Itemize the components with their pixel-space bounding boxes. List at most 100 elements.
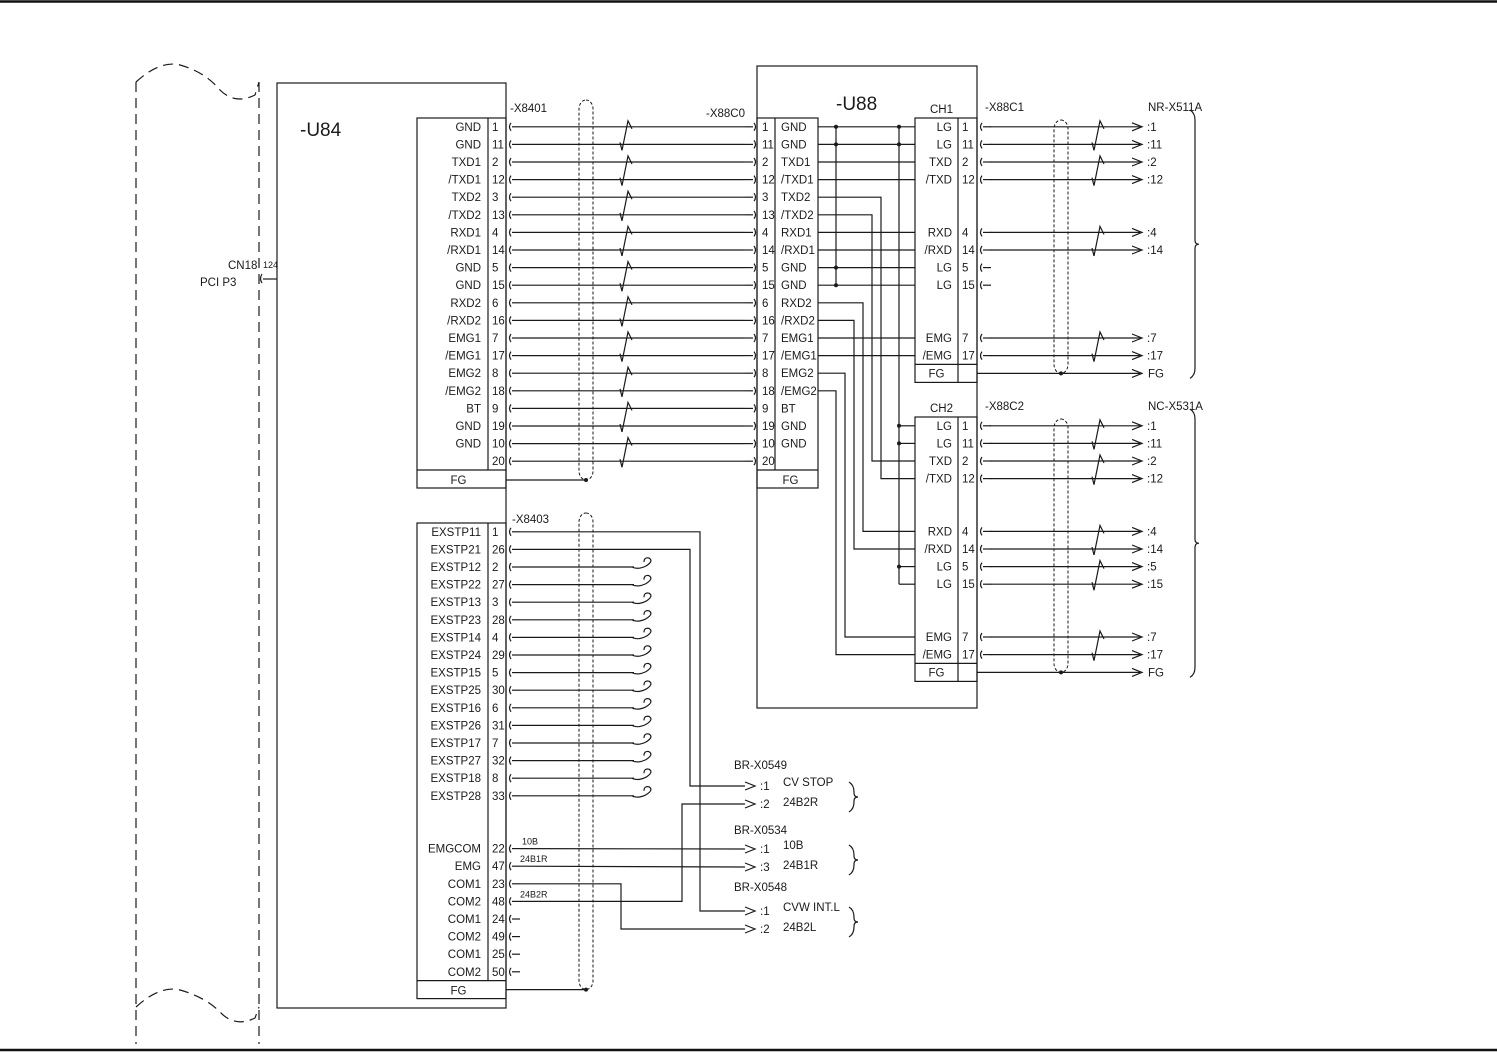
x8401-pin: 18	[492, 386, 505, 398]
brace-icon	[1189, 109, 1200, 379]
socket-icon	[508, 263, 512, 272]
x8403-signal: EXSTP27	[431, 756, 482, 768]
terminal-pin: :2	[760, 924, 770, 936]
socket-icon	[508, 861, 512, 871]
twisted-pair-icon	[1093, 330, 1105, 362]
socket-icon	[508, 456, 512, 466]
x88c0-pin: 15	[762, 280, 775, 292]
x8403-signal: EXSTP28	[431, 791, 482, 803]
ch2-pin: 7	[962, 632, 968, 644]
x8401-signal: EMG2	[448, 368, 481, 380]
socket-icon	[508, 773, 512, 783]
terminal-description: 24B2L	[783, 922, 817, 934]
ch2-destination-label: NC-X531A	[1148, 401, 1203, 413]
plug-icon	[753, 421, 757, 431]
plug-icon	[753, 210, 757, 220]
u88-title: -U88	[836, 94, 877, 115]
x8401-pin: 13	[492, 210, 505, 222]
x8403-signal: EXSTP23	[431, 615, 482, 627]
socket-icon	[508, 192, 512, 202]
wire-com2	[520, 803, 745, 902]
unused-wire-end-icon	[631, 645, 652, 657]
x8403-signal: EXSTP13	[431, 597, 482, 609]
ch2-signal: /TXD	[926, 474, 952, 486]
x88c0-pin: 5	[762, 263, 768, 275]
plug-icon	[753, 140, 757, 149]
socket-icon	[508, 175, 512, 184]
terminal-description: 10B	[783, 840, 804, 852]
plug-icon	[753, 333, 757, 343]
ch2-destination-pin: :11	[1147, 438, 1162, 450]
ch2-destination-pin: :12	[1147, 474, 1163, 486]
unused-wire-end-icon	[631, 592, 652, 605]
wire-exstp11	[520, 531, 745, 912]
ch1-destination-pin: :11	[1147, 139, 1162, 151]
terminal-description: CV STOP	[783, 777, 834, 789]
ch2-signal: RXD	[928, 526, 952, 538]
wire-label: 24B1R	[520, 854, 548, 864]
ch1-signal: RXD	[928, 227, 952, 239]
x8403-pin: 23	[492, 879, 505, 891]
x88c0-signal: GND	[781, 122, 807, 134]
socket-icon	[979, 527, 983, 536]
x8403-signal: COM2	[448, 967, 481, 979]
arrow-icon	[1131, 157, 1144, 167]
arrow-icon	[744, 924, 757, 934]
ch1-pin: 1	[962, 122, 968, 134]
x8403-signal: EXSTP11	[431, 527, 481, 539]
socket-icon	[508, 157, 512, 167]
socket-icon	[979, 632, 983, 642]
ch1-signal: TXD	[929, 157, 952, 169]
x88c0-pin: 20	[762, 456, 775, 468]
twisted-pair-icon	[1091, 441, 1095, 450]
socket-icon	[979, 245, 983, 255]
x8403-signal: EMG	[455, 861, 481, 873]
x8401-signal: GND	[455, 122, 481, 134]
socket-icon	[508, 703, 512, 713]
u88-internal-wiring	[818, 124, 915, 656]
x8403-pin: 3	[492, 597, 498, 609]
x88c0-pin: 18	[762, 386, 775, 398]
ch2-connector-label: -X88C2	[985, 401, 1024, 413]
x8401-signal: RXD1	[450, 227, 481, 239]
ch2-pin: 1	[962, 421, 968, 433]
twisted-pair-icon	[621, 118, 633, 151]
socket-icon	[508, 368, 512, 378]
x8403-pin: 22	[492, 844, 505, 856]
socket-icon	[508, 122, 512, 132]
twisted-pair-icon	[619, 142, 623, 151]
socket-icon	[979, 263, 983, 272]
unused-wire-end-icon	[631, 733, 652, 745]
x8401-signal: /TXD2	[448, 210, 481, 222]
junction-dot	[897, 124, 901, 129]
cn18-connector: CN18 PCI P3 124	[200, 260, 278, 289]
x88c0-fg: FG	[783, 475, 799, 487]
x88c0-pin: 12	[762, 175, 775, 187]
twisted-pair-icon	[1093, 453, 1105, 485]
x8403-signal: EXSTP24	[431, 650, 482, 662]
junction-dot	[1059, 670, 1063, 675]
x8403-pin: 31	[492, 720, 505, 732]
cable-x8401-x88c0	[506, 99, 745, 482]
socket-icon	[508, 421, 512, 431]
terminal-description: 24B2R	[783, 797, 818, 809]
wire-exstp21	[520, 548, 745, 787]
x88c0-pin: 9	[762, 403, 768, 415]
ch2-pin: 5	[962, 562, 968, 574]
unused-wire-end-icon	[631, 610, 652, 622]
plug-icon	[753, 175, 757, 184]
twisted-pair-icon	[621, 435, 633, 468]
twisted-pair-icon	[1093, 417, 1105, 450]
twisted-pair-icon	[621, 189, 633, 221]
twisted-pair-icon	[1093, 154, 1105, 186]
ch1-pin: 4	[962, 227, 969, 239]
ch1-pin: 7	[962, 333, 968, 345]
ch1-signal: LG	[937, 139, 952, 151]
socket-icon	[508, 685, 512, 695]
x8403-signal: COM1	[448, 879, 481, 891]
internal-wire	[818, 214, 915, 462]
ch1-destination-label: NR-X511A	[1148, 102, 1202, 114]
x88c0-signal: /RXD1	[781, 245, 815, 257]
x8401-box	[416, 117, 507, 489]
